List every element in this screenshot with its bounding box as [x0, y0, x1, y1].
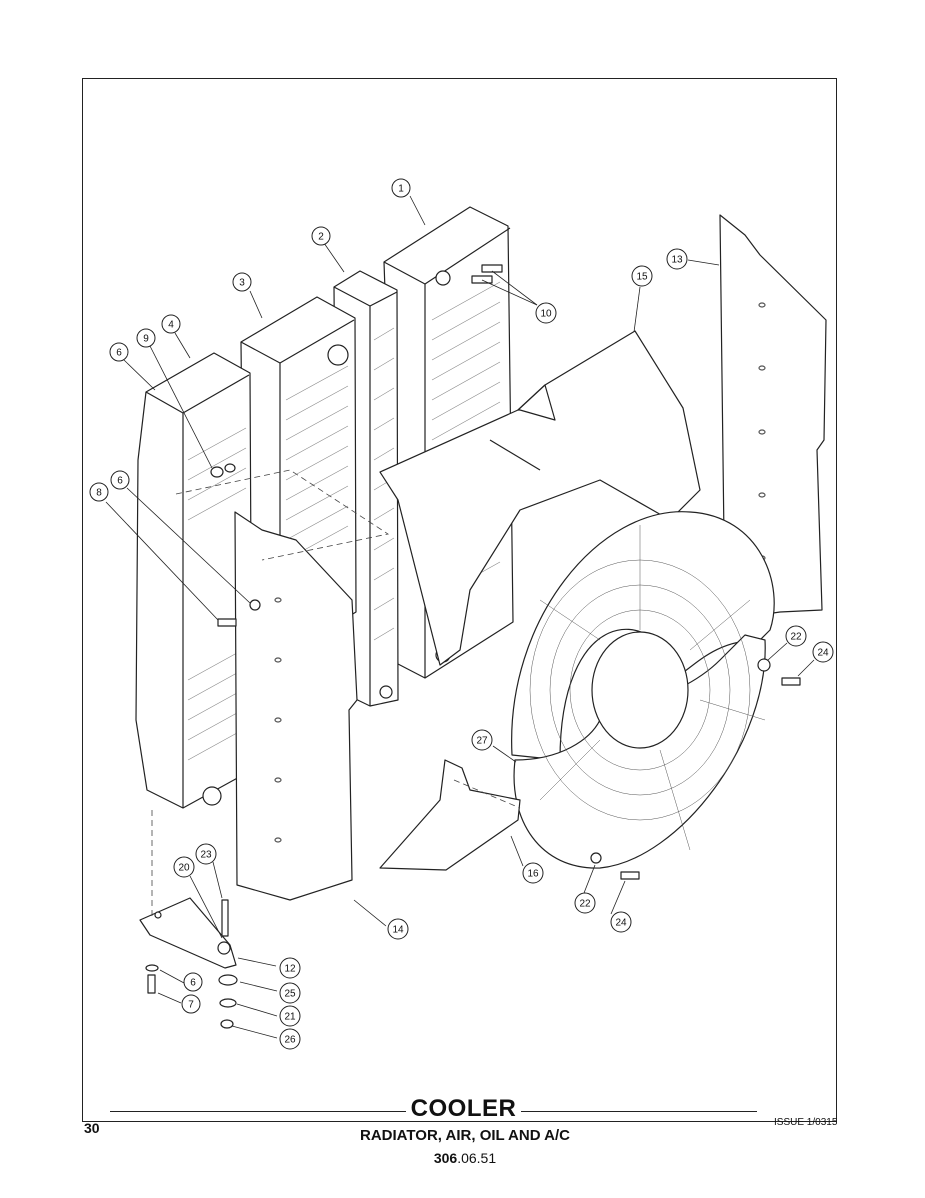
callout-3: 3 — [232, 272, 252, 292]
callout-2: 2 — [311, 226, 331, 246]
svg-text:25: 25 — [284, 989, 296, 1000]
bolt-8 — [217, 618, 237, 627]
callout-4: 4 — [161, 314, 181, 334]
svg-text:6: 6 — [116, 348, 122, 359]
title-rule-left — [110, 1111, 406, 1112]
nut-26 — [220, 1019, 234, 1029]
washer-21 — [219, 998, 237, 1008]
nut-9 — [224, 463, 236, 473]
washer-6 — [145, 964, 159, 972]
leader-lines — [105, 195, 815, 1039]
svg-text:1: 1 — [398, 184, 404, 195]
svg-text:21: 21 — [284, 1012, 296, 1023]
svg-text:4: 4 — [168, 320, 174, 331]
svg-text:12: 12 — [284, 964, 296, 975]
callout-24a: 24 — [812, 641, 834, 663]
title-rule-right — [521, 1111, 757, 1112]
alignment-lines — [151, 469, 521, 920]
svg-text:7: 7 — [188, 1000, 194, 1011]
svg-text:3: 3 — [239, 278, 245, 289]
callout-27: 27 — [471, 729, 493, 751]
svg-text:26: 26 — [284, 1035, 296, 1046]
side-plate — [234, 511, 358, 901]
rubber-mount — [218, 974, 238, 986]
washer-22 — [757, 658, 771, 672]
hose-fitting-10a — [481, 264, 503, 273]
callout-7: 7 — [181, 994, 201, 1014]
bolt-23 — [221, 899, 229, 937]
callout-13: 13 — [666, 248, 688, 270]
callout-8: 8 — [89, 482, 109, 502]
callout-15: 15 — [631, 265, 653, 287]
svg-text:6: 6 — [190, 978, 196, 989]
washer-9 — [210, 466, 224, 478]
washer-6b — [249, 599, 261, 611]
svg-text:24: 24 — [817, 648, 829, 659]
svg-text:10: 10 — [540, 309, 552, 320]
callout-22b: 22 — [574, 892, 596, 914]
radiator — [135, 352, 253, 809]
svg-text:15: 15 — [636, 272, 648, 283]
section-code-minor: .06.51 — [457, 1150, 497, 1166]
callout-1: 1 — [391, 178, 411, 198]
callout-21: 21 — [279, 1005, 301, 1027]
svg-text:2: 2 — [318, 232, 324, 243]
svg-text:6: 6 — [117, 476, 123, 487]
callout-20: 20 — [173, 856, 195, 878]
callout-22a: 22 — [785, 625, 807, 647]
page-number: 30 — [84, 1120, 100, 1136]
callout-6c: 6 — [183, 972, 203, 992]
hose-fitting-10b — [471, 275, 493, 284]
callout-6b: 6 — [110, 470, 130, 490]
page-title: COOLER — [410, 1095, 517, 1122]
svg-text:16: 16 — [527, 869, 539, 880]
fan-shroud — [379, 330, 701, 666]
mounting-foot — [139, 897, 237, 969]
callout-12: 12 — [279, 957, 301, 979]
svg-text:20: 20 — [178, 863, 190, 874]
svg-text:24: 24 — [615, 918, 627, 929]
svg-text:14: 14 — [392, 925, 404, 936]
page-subtitle: RADIATOR, AIR, OIL AND A/C — [360, 1127, 570, 1144]
callout-6a: 6 — [109, 342, 129, 362]
svg-text:27: 27 — [476, 736, 488, 747]
callout-26: 26 — [279, 1028, 301, 1050]
issue-label: ISSUE 1/0315 — [774, 1117, 838, 1128]
callout-24b: 24 — [610, 911, 632, 933]
svg-text:13: 13 — [671, 255, 683, 266]
bolt-7 — [147, 974, 156, 994]
svg-text:8: 8 — [96, 488, 102, 499]
svg-text:22: 22 — [579, 899, 591, 910]
section-code-major: 306 — [433, 1150, 458, 1166]
callout-14: 14 — [387, 918, 409, 940]
fan-guard — [511, 511, 775, 869]
lower-bracket — [379, 759, 521, 871]
callout-16: 16 — [522, 862, 544, 884]
callout-9: 9 — [136, 328, 156, 348]
bolt-24b — [620, 871, 640, 880]
callout-23: 23 — [195, 843, 217, 865]
callout-25: 25 — [279, 982, 301, 1004]
bolt-24 — [781, 677, 801, 686]
callout-10: 10 — [535, 302, 557, 324]
section-code: 306.06.51 — [400, 1150, 530, 1166]
svg-text:23: 23 — [200, 850, 212, 861]
svg-text:9: 9 — [143, 334, 149, 345]
washer-22b — [590, 852, 602, 864]
svg-text:22: 22 — [790, 632, 802, 643]
drawing-frame — [82, 78, 837, 1122]
